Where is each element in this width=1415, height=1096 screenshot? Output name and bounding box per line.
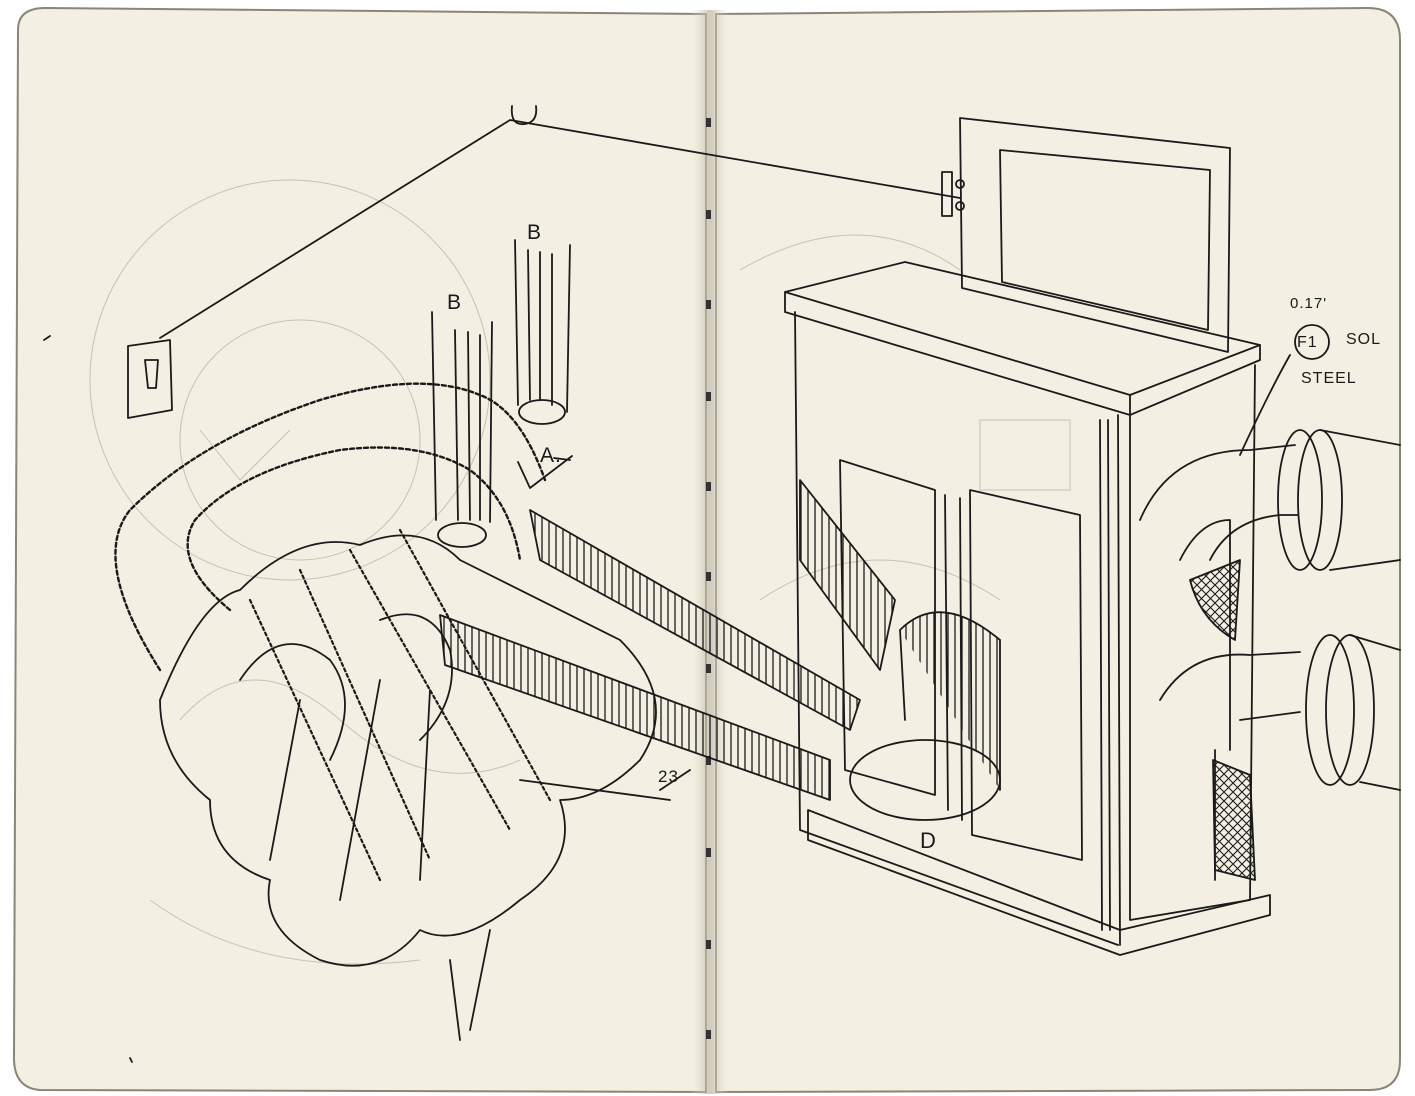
- open-door: [959, 117, 1231, 353]
- serrated-hose-outer: [114, 382, 547, 672]
- ink-lines: [43, 105, 1401, 1063]
- ribbed-duct: [439, 479, 896, 801]
- label-callout-number: 23: [658, 767, 679, 786]
- label-material: STEEL: [1301, 370, 1357, 387]
- draped-cloth: [159, 534, 657, 967]
- label-dimension: 0.17': [1290, 295, 1328, 312]
- diagonal-straps: [248, 528, 552, 882]
- label-pipe-left: B: [447, 291, 463, 314]
- spine-shadow: [690, 10, 730, 1094]
- callout-leader: [1239, 354, 1291, 456]
- callout-circle: [1294, 324, 1330, 360]
- binding-stitches: [706, 118, 711, 1039]
- pipe-b-top: [514, 239, 571, 425]
- serrated-hose-inner: [186, 446, 522, 612]
- hook: [510, 105, 538, 126]
- steel-pipe-elbows: [1139, 429, 1401, 881]
- lower-flange: [1305, 634, 1355, 786]
- upper-flange: [1277, 429, 1323, 571]
- label-pipe-top: B: [527, 221, 543, 244]
- label-fitting-type: SOL: [1346, 331, 1382, 348]
- light-switch: [127, 339, 173, 419]
- overhead-wire: [159, 119, 961, 339]
- cylinder-d: [849, 611, 1001, 821]
- pencil-underdrawing: [89, 179, 1071, 965]
- left-page: [12, 6, 707, 1094]
- label-junction: A.: [540, 444, 562, 467]
- label-fitting-code: F1: [1297, 334, 1318, 351]
- label-cabinet-base: D: [920, 828, 937, 853]
